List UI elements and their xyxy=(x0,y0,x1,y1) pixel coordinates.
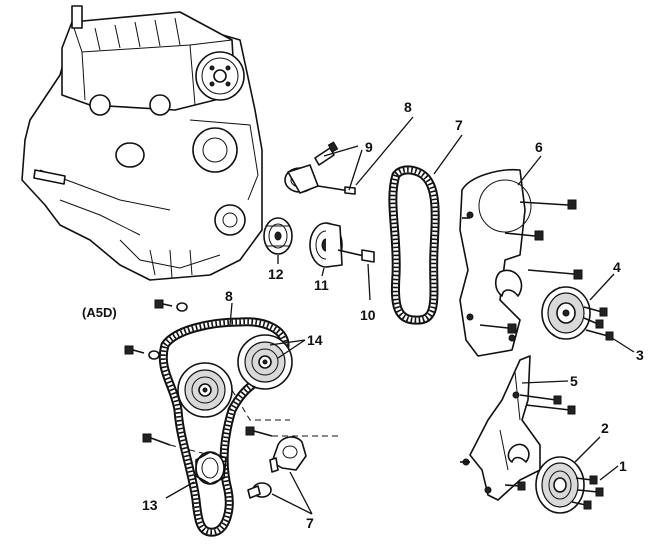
tensioner-screw xyxy=(317,185,356,195)
callout-9: 9 xyxy=(365,139,373,155)
timing-cover-lower xyxy=(462,355,541,501)
a5d-cam-sprocket-right xyxy=(237,334,293,390)
a5d-upper-bolt xyxy=(154,299,188,312)
callout-6: 6 xyxy=(535,139,543,155)
callout-2: 2 xyxy=(601,420,609,436)
callout-1: 1 xyxy=(619,458,627,474)
crankshaft-pulley-upper xyxy=(541,286,591,340)
timing-belt-a5d xyxy=(158,317,290,537)
a5d-tensioner-bolt xyxy=(245,426,273,437)
timing-cover-upper xyxy=(459,168,532,357)
callout-13: 13 xyxy=(142,497,158,513)
a5d-tensioner-spacer xyxy=(247,482,272,499)
cover-bolts-upper xyxy=(462,199,583,334)
crankshaft-hub xyxy=(309,222,343,268)
pulley-bolts-lower xyxy=(571,475,604,510)
callout-7-bottom: 7 xyxy=(306,515,314,531)
callout-12: 12 xyxy=(268,266,284,282)
crankshaft-sprocket xyxy=(263,217,293,255)
pulley-bolts-upper xyxy=(583,306,614,341)
a5d-lower-bolt xyxy=(142,433,171,446)
callout-3: 3 xyxy=(636,347,644,363)
callout-8-bottom: 8 xyxy=(225,288,233,304)
callout-8-top: 8 xyxy=(404,99,412,115)
callout-5: 5 xyxy=(570,373,578,389)
a5d-cam-sprocket-left xyxy=(177,362,233,418)
callout-7-top: 7 xyxy=(455,117,463,133)
callout-10: 10 xyxy=(360,307,376,323)
crankshaft-bolt xyxy=(337,249,375,263)
variant-label: (A5D) xyxy=(82,305,117,320)
crankshaft-pulley-lower xyxy=(535,456,585,514)
a5d-idler-pulley xyxy=(195,451,227,485)
callout-14: 14 xyxy=(307,332,323,348)
tensioner-pulley xyxy=(284,164,319,194)
callout-11: 11 xyxy=(314,277,329,293)
a5d-middle-bolt xyxy=(124,345,160,360)
a5d-tensioner xyxy=(269,436,307,473)
camshaft-sprocket xyxy=(195,51,245,101)
callout-4: 4 xyxy=(613,259,621,275)
timing-belt-long xyxy=(388,165,440,325)
cover-bolts-lower xyxy=(460,394,576,491)
engine-block xyxy=(21,5,263,281)
